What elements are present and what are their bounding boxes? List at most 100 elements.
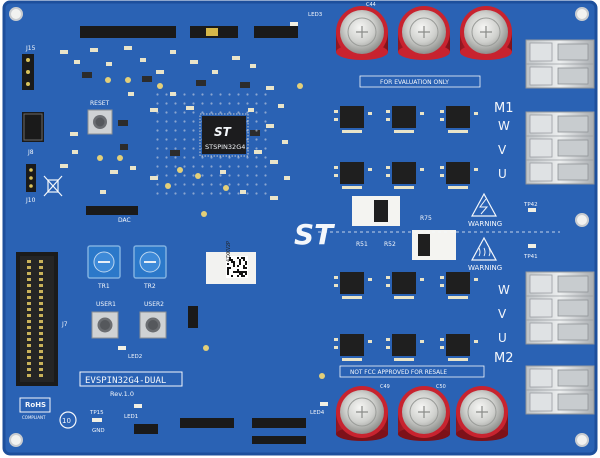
qr-cell xyxy=(243,271,245,273)
qr-cell xyxy=(227,269,229,271)
trimmer-tr1[interactable] xyxy=(87,245,121,279)
mounting-holes xyxy=(9,7,589,447)
qr-cell xyxy=(239,271,241,273)
header-j8 xyxy=(22,112,44,142)
label-c50: C50 xyxy=(436,384,446,390)
header-pin xyxy=(27,338,31,341)
stspin32g4-chip xyxy=(199,113,249,157)
header-pin xyxy=(27,344,31,347)
electrolytic-capacitor xyxy=(336,6,388,60)
header-pin xyxy=(39,350,43,353)
warning-shock-icon xyxy=(470,192,498,217)
qr-cell xyxy=(227,273,229,275)
mosfet xyxy=(440,272,478,299)
header-pin xyxy=(27,266,31,269)
electrolytic-capacitor xyxy=(456,386,508,441)
qr-cell xyxy=(243,257,245,259)
label-j7: J7 xyxy=(61,321,68,328)
header-pin xyxy=(27,362,31,365)
eval-note-box xyxy=(359,75,481,88)
sticker-code: 4ZXKV2P xyxy=(226,241,232,262)
qr-cell xyxy=(229,259,231,261)
qr-cell xyxy=(229,257,231,259)
header-pin xyxy=(27,374,31,377)
header-pin xyxy=(27,356,31,359)
qr-cell xyxy=(241,273,243,275)
qr-cell xyxy=(245,267,247,269)
qr-cell xyxy=(239,263,241,265)
eval-note: FOR EVALUATION ONLY xyxy=(380,79,449,86)
header-pin xyxy=(27,326,31,329)
rohs-subtext: COMPLIANT xyxy=(22,415,46,420)
qr-cell xyxy=(241,257,243,259)
qr-cell xyxy=(245,273,247,275)
mosfet xyxy=(440,106,478,133)
header-pin xyxy=(27,308,31,311)
mosfet xyxy=(440,334,478,361)
header-j10 xyxy=(26,164,36,192)
header-pin xyxy=(39,356,43,359)
motor-2-label: M2 xyxy=(494,351,514,366)
label-tp15: TP15 xyxy=(89,410,104,416)
leds xyxy=(118,22,536,408)
header-pin xyxy=(27,302,31,305)
label-r52: R52 xyxy=(384,241,396,248)
label-c49: C49 xyxy=(380,384,390,390)
label-tr1: TR1 xyxy=(97,283,110,290)
st-logo: ST xyxy=(294,218,335,251)
rohs-text: RoHS xyxy=(25,401,46,409)
m2-phase-u: U xyxy=(498,331,507,345)
warning-text-1: WARNING xyxy=(468,220,502,228)
motor-1-label: M1 xyxy=(494,101,514,116)
qr-cell xyxy=(239,259,241,261)
user1-button[interactable] xyxy=(91,311,119,339)
screw-terminal xyxy=(525,111,595,185)
header-pin xyxy=(39,284,43,287)
m1-phase-u: U xyxy=(498,167,507,181)
header-pin xyxy=(39,326,43,329)
qr-code xyxy=(227,257,247,277)
qr-cell xyxy=(239,273,241,275)
qr-cell xyxy=(229,267,231,269)
header-dac xyxy=(86,206,138,215)
mosfet xyxy=(386,272,424,299)
qr-cell xyxy=(241,275,243,277)
qr-cell xyxy=(227,267,229,269)
label-user1: USER1 xyxy=(96,301,116,308)
user2-button[interactable] xyxy=(139,311,167,339)
board-name-box xyxy=(79,371,183,387)
header-pin xyxy=(27,332,31,335)
label-j8: J8 xyxy=(27,149,34,156)
header-pin xyxy=(27,314,31,317)
label-reset: RESET xyxy=(90,100,110,107)
qr-cell xyxy=(241,271,243,273)
qr-cell xyxy=(239,261,241,263)
chip-logo: ST xyxy=(214,125,232,139)
jumper xyxy=(188,306,198,328)
qr-cell xyxy=(245,263,247,265)
header-j15 xyxy=(22,54,34,90)
header-pin xyxy=(39,302,43,305)
capacitors xyxy=(336,6,512,441)
header-pin xyxy=(39,320,43,323)
screw-terminal xyxy=(525,271,595,345)
header-pin xyxy=(27,350,31,353)
header-pin xyxy=(27,320,31,323)
reset-button[interactable] xyxy=(87,109,113,135)
header-pin xyxy=(39,266,43,269)
disposal-mark xyxy=(43,175,63,197)
mosfet xyxy=(386,106,424,133)
trimmer-tr2[interactable] xyxy=(133,245,167,279)
qr-cell xyxy=(243,265,245,267)
electrolytic-capacitor xyxy=(336,386,388,441)
m1-phase-v: V xyxy=(498,143,507,157)
mosfet xyxy=(334,162,372,189)
screw-terminal xyxy=(525,365,595,415)
qr-cell xyxy=(237,271,239,273)
label-dac: DAC xyxy=(118,217,131,224)
label-led1: LED1 xyxy=(124,414,138,420)
qr-cell xyxy=(233,265,235,267)
screw-terminal xyxy=(525,39,595,89)
